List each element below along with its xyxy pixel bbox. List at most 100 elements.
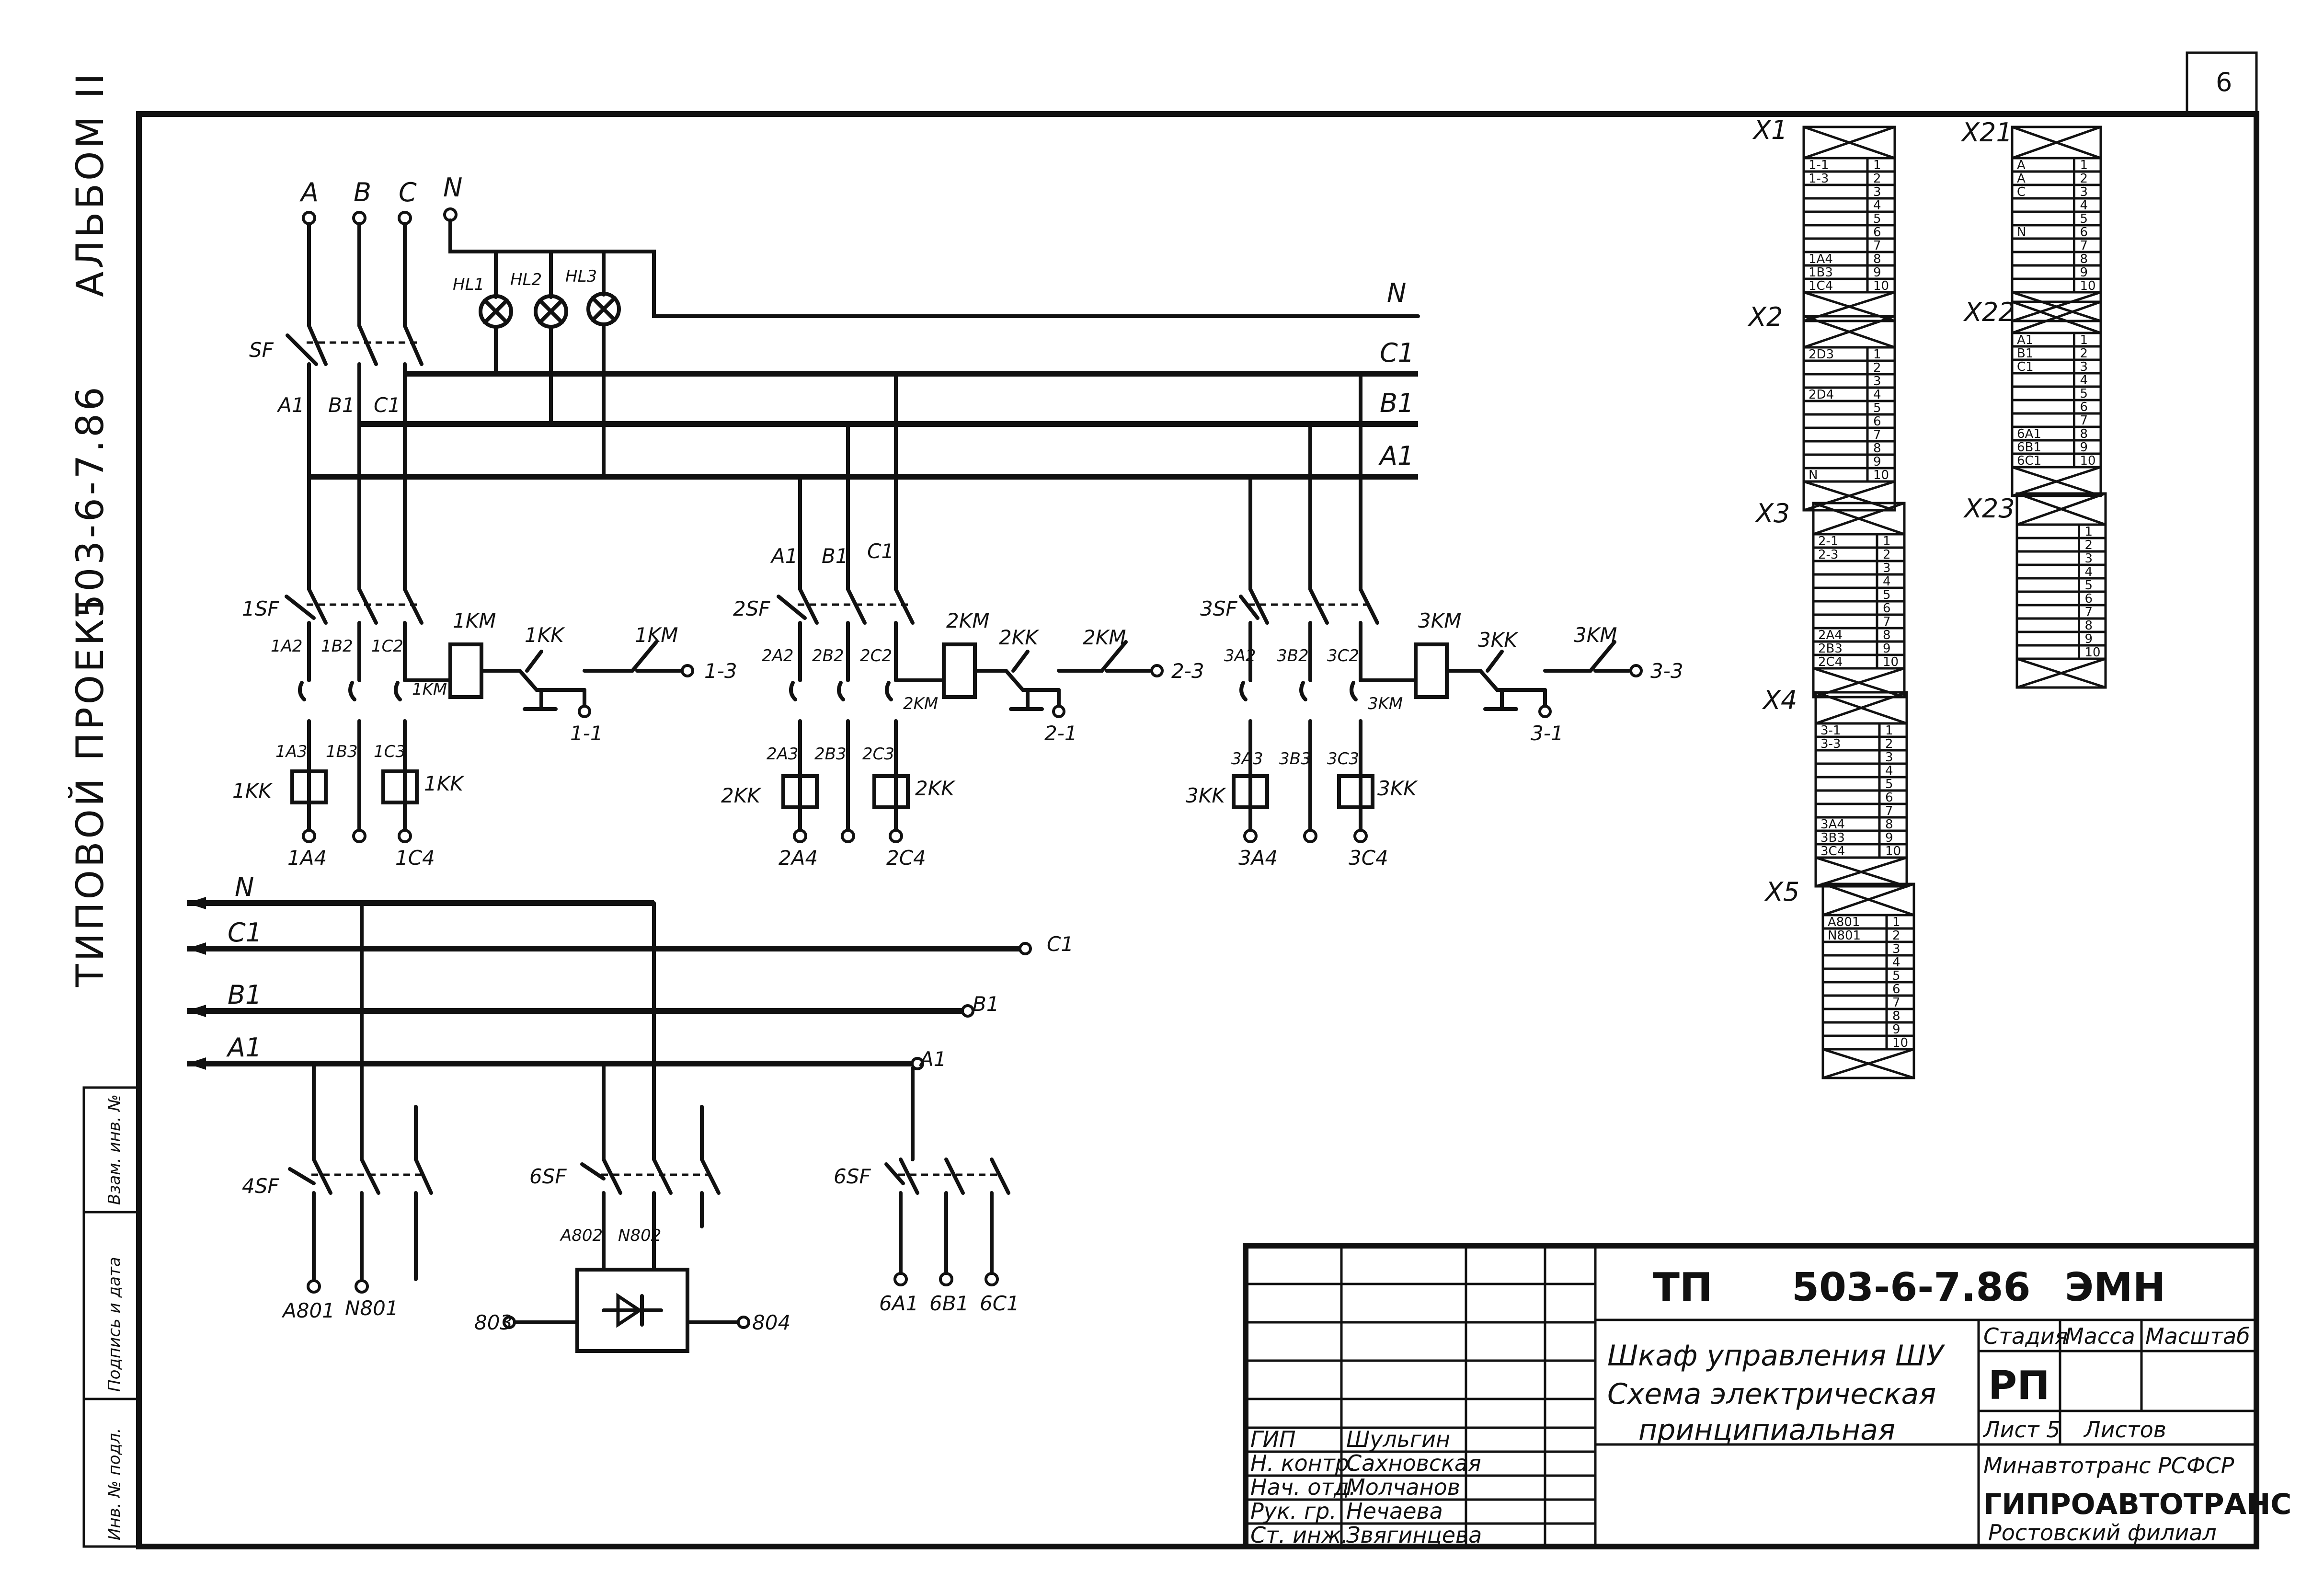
terminal-number: 7 [2080,239,2088,253]
feeder-1-b2: 1C4 [395,846,435,870]
terminal-number: 2 [1892,928,1900,943]
feeder-2-m1: 2A3 [767,745,799,764]
terminal-number: 8 [1873,441,1881,456]
tb-org3: Ростовский филиал [1988,1520,2217,1546]
side-stamp [82,1086,140,1548]
feeder-1-m1: 1A3 [275,742,308,761]
lower-out-b1: B1 [973,992,999,1016]
terminal-block-label: X1 [1752,115,1787,145]
feeder-1-term-a: 1-3 [704,659,737,683]
phase-a-label: A [299,177,319,207]
terminal-number: 4 [1885,764,1893,778]
terminal-number: 2 [2080,346,2088,361]
terminal-wire: 6B1 [2017,440,2041,455]
terminal-number: 9 [1883,642,1891,656]
feeder-1: 1SF 1A2 1B2 1C2 1A3 1B3 1C3 1KK 1KK 1A4 … [232,587,737,870]
lower-bus-n: N [235,872,254,902]
rect-out-804: 804 [752,1311,790,1334]
bus-c1-label: C1 [1380,338,1414,368]
feeder-2-w2: 2B2 [812,646,844,665]
terminal-block-label: X23 [1963,493,2015,524]
lower-out-a1: A1 [918,1047,946,1071]
tb-role: Нач. отд. [1250,1474,1356,1500]
terminal-number: 5 [2080,387,2088,401]
terminal-wire: 2B3 [1818,642,1843,656]
feeder-3-contact: 3KM [1574,623,1617,647]
tb-role: Ст. инж. [1250,1522,1348,1548]
terminal-number: 3 [1885,750,1893,765]
bus-b1-label: B1 [1380,388,1414,418]
terminal-number: 10 [1873,468,1889,482]
tb-person: Сахновская [1346,1450,1481,1476]
tb-code: 503-6-7.86 [1792,1265,2031,1310]
terminal-wire: 2D3 [1809,347,1834,362]
feeder-3-b2: 3C4 [1349,846,1388,870]
terminal-number: 6 [1873,414,1881,429]
terminal-wire: 2-3 [1818,548,1838,562]
terminal-number: 10 [2080,454,2096,468]
terminal-number: 9 [1885,831,1893,845]
feeder-2-top-b: B1 [822,544,848,568]
feeder-3-term-a: 3-3 [1650,659,1683,683]
tb-designation: ТП [1653,1265,1713,1310]
feeder-3-relay-r: 3KK [1377,777,1418,800]
feeder-2-relay-r: 2KK [915,777,956,800]
feeder-2-b1: 2A4 [778,846,818,870]
feeder-3-b1: 3A4 [1238,846,1278,870]
breaker-6sf-b: 6SF [834,1165,871,1188]
feeder-2-aux: 2KM [903,694,938,713]
feeder-2-contact: 2KM [1083,626,1126,649]
terminal-number: 5 [1892,969,1900,983]
tb-person: Нечаева [1346,1498,1443,1524]
breaker-4sf: 4SF [242,1174,279,1198]
out-6b1: 6B1 [929,1292,969,1315]
terminal-wire: 1B3 [1809,265,1833,280]
terminal-number: 1 [1873,347,1881,362]
tb-person: Шульгин [1346,1426,1450,1452]
side-project-type: ТИПОВОЙ ПРОЕКТ [68,591,112,987]
terminal-wire: N [2017,225,2026,240]
terminal-number: 4 [2085,565,2093,579]
terminal-number: 10 [1885,844,1901,859]
terminal-number: 7 [2080,413,2088,428]
feeder-3-m2: 3B3 [1279,749,1311,768]
terminal-number: 10 [2080,279,2096,293]
feeder-1-w3: 1C2 [371,637,403,656]
side-stamp-replace: Взам. инв. № [105,1094,124,1205]
feeder-3-w2: 3B2 [1277,646,1309,665]
lower-bus-a1: A1 [226,1032,262,1063]
terminal-number: 3 [1873,374,1881,389]
tb-doc-type: ЭМН [2065,1265,2165,1310]
terminal-number: 3 [1873,185,1881,199]
terminal-number: 5 [2085,578,2093,593]
sheet-number: 6 [2216,67,2232,97]
rect-in-803: 803 [474,1311,513,1334]
terminal-number: 6 [2080,400,2088,414]
feeder-3-w1: 3A2 [1224,646,1256,665]
terminal-number: 10 [2085,645,2101,660]
feeder-2-top-c: C1 [867,539,894,563]
tb-org1: Минавтотранс РСФСР [1983,1453,2234,1478]
feeder-1-term-b: 1-1 [570,722,603,745]
lamp-hl1 [479,294,513,329]
feeder-2: A1 B1 C1 2SF 2A2 2B2 2C2 2A3 2B3 2C3 2KK… [721,372,1204,870]
tb-mass-label: Масса [2065,1323,2135,1349]
feeder-3-breaker: 3SF [1200,597,1237,620]
terminal-wire: B1 [2017,346,2033,361]
terminal-number: 9 [1892,1022,1900,1037]
terminal-number: 6 [1885,791,1893,805]
tb-sheet: Лист 5 [1982,1417,2060,1443]
terminal-wire: 1-1 [1809,158,1829,172]
tb-scale-label: Масштаб [2145,1323,2250,1349]
terminal-number: 7 [1873,428,1881,442]
terminal-number: 2 [1873,172,1881,186]
terminal-number: 5 [2080,212,2088,226]
tb-title-2: Схема электрическая [1607,1377,1936,1411]
terminal-number: 4 [1892,955,1900,970]
